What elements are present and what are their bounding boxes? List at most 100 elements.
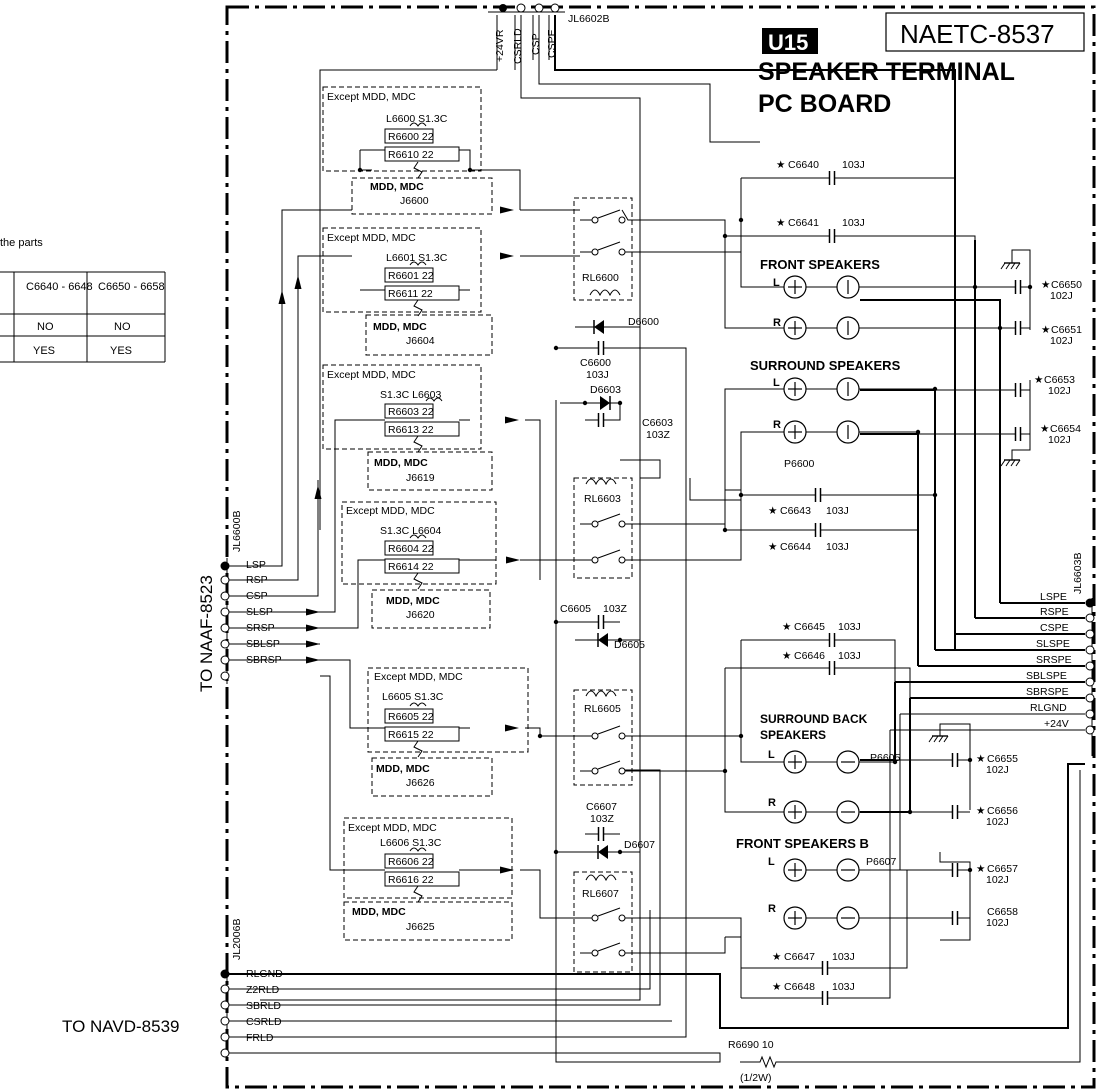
block4-except: Except MDD, MDC xyxy=(346,505,435,517)
block3-jumper-label: MDD, MDC xyxy=(374,457,428,469)
board-title-line2: PC BOARD xyxy=(758,90,891,118)
block5-coil: L6605 S1.3C xyxy=(382,691,444,703)
arrow-block-1 xyxy=(500,206,514,214)
c6643-name: C6643 xyxy=(780,505,811,517)
c6656-name: C6656 xyxy=(987,805,1018,817)
c6655-val: 102J xyxy=(986,764,1009,776)
c6645-name: C6645 xyxy=(794,621,825,633)
speaker-fb-r-plus xyxy=(783,906,807,930)
arrow-block-4 xyxy=(506,556,520,564)
c6651-val: 102J xyxy=(1050,335,1073,347)
block2-r1: R6601 22 xyxy=(388,270,434,282)
c6648-val: 103J xyxy=(832,981,855,993)
u-badge-box xyxy=(762,28,818,54)
speaker-sb-l-minus xyxy=(836,750,860,774)
block1-coil: L6600 S1.3C xyxy=(386,113,448,125)
speaker-front-r-minus xyxy=(836,316,860,340)
block6-except: Except MDD, MDC xyxy=(348,822,437,834)
speaker-fb-r-minus xyxy=(836,906,860,930)
ground-icon xyxy=(1000,262,1021,270)
block4-r1: R6604 22 xyxy=(388,543,434,555)
pin-rlgnd-right: RLGND xyxy=(1030,702,1067,714)
block6-jumper-label: MDD, MDC xyxy=(352,906,406,918)
arrow-srsp xyxy=(306,624,320,632)
parts-r1c1: NO xyxy=(37,321,54,333)
parts-table xyxy=(0,271,166,363)
shunt-cap-group xyxy=(890,279,1030,926)
cap-c6605 xyxy=(597,614,605,630)
connector-left-bottom-name: JL2006B xyxy=(231,919,243,960)
parts-r2c1: YES xyxy=(33,345,55,357)
c6650-val: 102J xyxy=(1050,290,1073,302)
speaker-surround-l-minus xyxy=(836,377,860,401)
c6657-star: ★ xyxy=(976,863,986,875)
c6643-val: 103J xyxy=(826,505,849,517)
block3-except: Except MDD, MDC xyxy=(327,369,416,381)
c6644-name: C6644 xyxy=(780,541,811,553)
block1-r2: R6610 22 xyxy=(388,149,434,161)
block4-jumper-label: MDD, MDC xyxy=(386,595,440,607)
relay-rl6603-label: RL6603 xyxy=(584,493,621,505)
speaker-front-l-plus xyxy=(783,275,807,299)
ground-icon xyxy=(1000,459,1021,467)
c6651-name: C6651 xyxy=(1051,324,1082,336)
c6644-val: 103J xyxy=(826,541,849,553)
r6690-label: R6690 10 xyxy=(728,1039,774,1051)
diode-d6605 xyxy=(575,633,640,647)
c6655-name: C6655 xyxy=(987,753,1018,765)
surround-back-label-2: SPEAKERS xyxy=(760,728,826,742)
speaker-fb-l-minus xyxy=(836,858,860,882)
relay-rl6607-label: RL6607 xyxy=(582,888,619,900)
block6-r1: R6606 22 xyxy=(388,856,434,868)
diode-d6605-label: D6605 xyxy=(614,639,645,651)
relay-rl6607 xyxy=(573,871,640,973)
front-r: R xyxy=(773,317,781,329)
c6656-star: ★ xyxy=(976,805,986,817)
connector-jl6600b xyxy=(220,558,230,684)
surround-speakers-label: SURROUND SPEAKERS xyxy=(750,358,901,373)
pin-csrld-left: CSRLD xyxy=(246,1016,282,1028)
block2-jumper: J6604 xyxy=(406,335,435,347)
speaker-sb-r-minus xyxy=(836,800,860,824)
front-b-label: FRONT SPEAKERS B xyxy=(736,836,869,851)
terminal-p6605: P6605 xyxy=(870,752,901,764)
board-border xyxy=(225,5,1096,1089)
filter-block-2 xyxy=(322,227,493,356)
filter-block-4 xyxy=(341,501,497,629)
filter-block-1 xyxy=(322,86,521,215)
c6654-name: C6654 xyxy=(1050,423,1081,435)
block3-coil: S1.3C L6603 xyxy=(380,389,441,401)
block2-r2: R6611 22 xyxy=(388,288,433,300)
c6648-name: C6648 xyxy=(784,981,815,993)
c6646-name: C6646 xyxy=(794,650,825,662)
cap-c6603 xyxy=(597,412,605,428)
block1-r1: R6600 22 xyxy=(388,131,434,143)
arrow-sblsp xyxy=(306,640,320,648)
c6640-name: C6640 xyxy=(788,159,819,171)
left-bottom-pin-labels: RLGND Z2RLD SBRLD CSRLD FRLD xyxy=(246,968,283,1044)
block3-r1: R6603 22 xyxy=(388,406,434,418)
c6655-star: ★ xyxy=(976,753,986,765)
arrow-up-rsp xyxy=(294,275,302,289)
diode-d6600 xyxy=(575,320,640,334)
block2-coil: L6601 S1.3C xyxy=(386,252,448,264)
cap-c6603-val: 103Z xyxy=(646,429,671,441)
surround-back-label-1: SURROUND BACK xyxy=(760,712,868,726)
arrow-up-lsp xyxy=(278,290,286,304)
speaker-sb-r-plus xyxy=(783,800,807,824)
block6-coil: L6606 S1.3C xyxy=(380,837,442,849)
pin-lspe: LSPE xyxy=(1040,591,1067,603)
c6653-name: C6653 xyxy=(1044,374,1075,386)
c6646-star: ★ xyxy=(782,650,792,662)
block6-jumper: J6625 xyxy=(406,921,435,933)
cap-c6600-name: C6600 xyxy=(580,357,611,369)
pin-rspe: RSPE xyxy=(1040,606,1069,618)
cap-c6607 xyxy=(597,826,605,842)
c6647-star: ★ xyxy=(772,951,782,963)
pin-z2rld: Z2RLD xyxy=(246,984,280,996)
cap-c6600 xyxy=(597,340,605,356)
sb-l: L xyxy=(768,749,775,761)
parts-col2-header: C6650 - 6658 xyxy=(98,281,165,293)
arrow-up-csp xyxy=(314,485,322,499)
